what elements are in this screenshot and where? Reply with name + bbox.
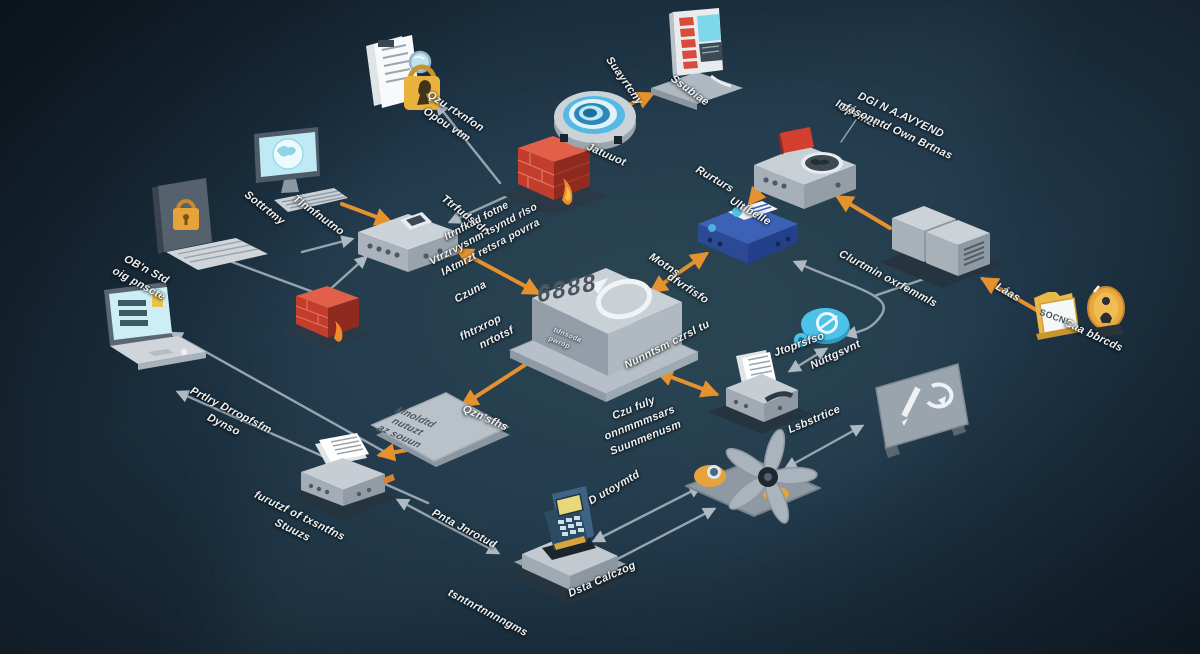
badge-icon: [794, 308, 850, 347]
fan-icon: [685, 428, 821, 524]
server-cubes-icon: [880, 206, 1004, 288]
network-hub-icon: [358, 212, 458, 272]
refresh-ring-icon: [590, 278, 653, 320]
pos-terminal-icon: [504, 486, 636, 604]
propeller-blades: [725, 428, 818, 524]
firewall-icon: [500, 136, 606, 216]
padlock-icon: [173, 199, 199, 230]
flagged-appliance-icon: [754, 127, 856, 209]
secure-document-icon: [366, 35, 440, 110]
alert-bars: [679, 17, 698, 69]
label-plate-icon: [370, 392, 510, 467]
alert-terminal-icon: [651, 8, 743, 110]
refresh-pen-glyph: [901, 382, 954, 426]
lock-laptop-icon: [152, 178, 268, 270]
central-processor-icon: [508, 268, 700, 402]
open-laptop-icon: [104, 282, 206, 370]
firewall-icon: [282, 286, 372, 350]
document-printer-icon: [287, 433, 397, 520]
red-flag-icon: [778, 127, 814, 155]
card-reader: [542, 486, 596, 560]
receipt-printer-icon: [708, 350, 812, 434]
signboard-icon: [875, 363, 969, 458]
monitor-globe-icon: [254, 127, 348, 212]
coin-icon: [1087, 285, 1125, 338]
scanner-ring-icon: [554, 91, 636, 150]
padlock-icon: [404, 64, 440, 110]
server-cube-front: [926, 220, 990, 276]
paper-stack: [315, 433, 369, 466]
gray-connectors: [169, 101, 932, 568]
folder-coin-icon: [1034, 285, 1125, 340]
folder-icon: [1034, 292, 1080, 340]
blue-router-icon: [698, 201, 798, 264]
